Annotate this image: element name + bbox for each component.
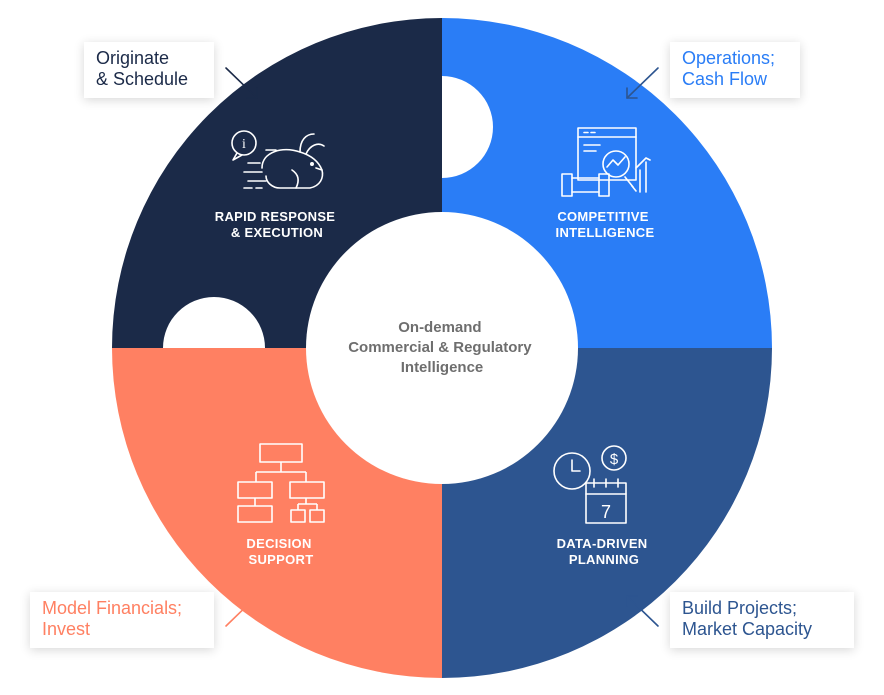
arrow-bottom-left [225, 595, 258, 627]
arrow-top-left [225, 67, 258, 99]
analytics-magnifier-icon [561, 127, 651, 197]
segment-label-competitive-intelligence: COMPETITIVE INTELLIGENCE [556, 209, 655, 240]
callout-build-projects-market-capacity: Build Projects; Market Capacity [670, 592, 854, 648]
center-label: On-demand Commercial & Regulatory Intell… [348, 319, 536, 376]
center-line-3: Intelligence [401, 359, 484, 376]
center-hub [306, 212, 578, 484]
segment-label-data-driven-planning: DATA-DRIVEN PLANNING [557, 536, 652, 567]
segment-label-line: RAPID RESPONSE [215, 209, 336, 224]
segment-label-rapid-response: RAPID RESPONSE & EXECUTION [215, 209, 339, 240]
clock-calendar-dollar-icon: $ 7 [553, 445, 627, 524]
callout-line: Build Projects; [682, 598, 798, 618]
callout-originate-schedule: Originate & Schedule [84, 42, 214, 98]
callout-line: Operations; [682, 48, 776, 68]
segment-label-line: DATA-DRIVEN [557, 536, 648, 551]
callout-operations-cash-flow: Operations; Cash Flow [670, 42, 800, 98]
segment-label-line: DECISION [246, 536, 311, 551]
arrow-top-right [626, 67, 659, 99]
center-line-1: On-demand [398, 319, 481, 336]
segment-label-decision-support: DECISION SUPPORT [246, 536, 315, 567]
callout-line: Market Capacity [682, 619, 813, 639]
callout-line: Cash Flow [682, 69, 768, 89]
segment-label-line: COMPETITIVE [557, 209, 648, 224]
org-chart-icon [237, 443, 325, 523]
callout-line: Model Financials; [42, 598, 183, 618]
info-glyph: i [242, 137, 246, 152]
segment-label-line: SUPPORT [249, 552, 314, 567]
arrow-bottom-right [626, 595, 659, 627]
callout-line: & Schedule [96, 69, 189, 89]
segment-label-line: & EXECUTION [231, 225, 323, 240]
rabbit-running-icon: i [231, 130, 325, 189]
segment-label-line: PLANNING [569, 552, 639, 567]
calendar-day-glyph: 7 [601, 502, 611, 522]
center-line-2: Commercial & Regulatory [348, 339, 532, 356]
callout-line: Invest [42, 619, 91, 639]
dollar-glyph: $ [610, 451, 619, 468]
segment-label-line: INTELLIGENCE [556, 225, 655, 240]
callout-line: Originate [96, 48, 170, 68]
callout-model-financials-invest: Model Financials; Invest [30, 592, 214, 648]
